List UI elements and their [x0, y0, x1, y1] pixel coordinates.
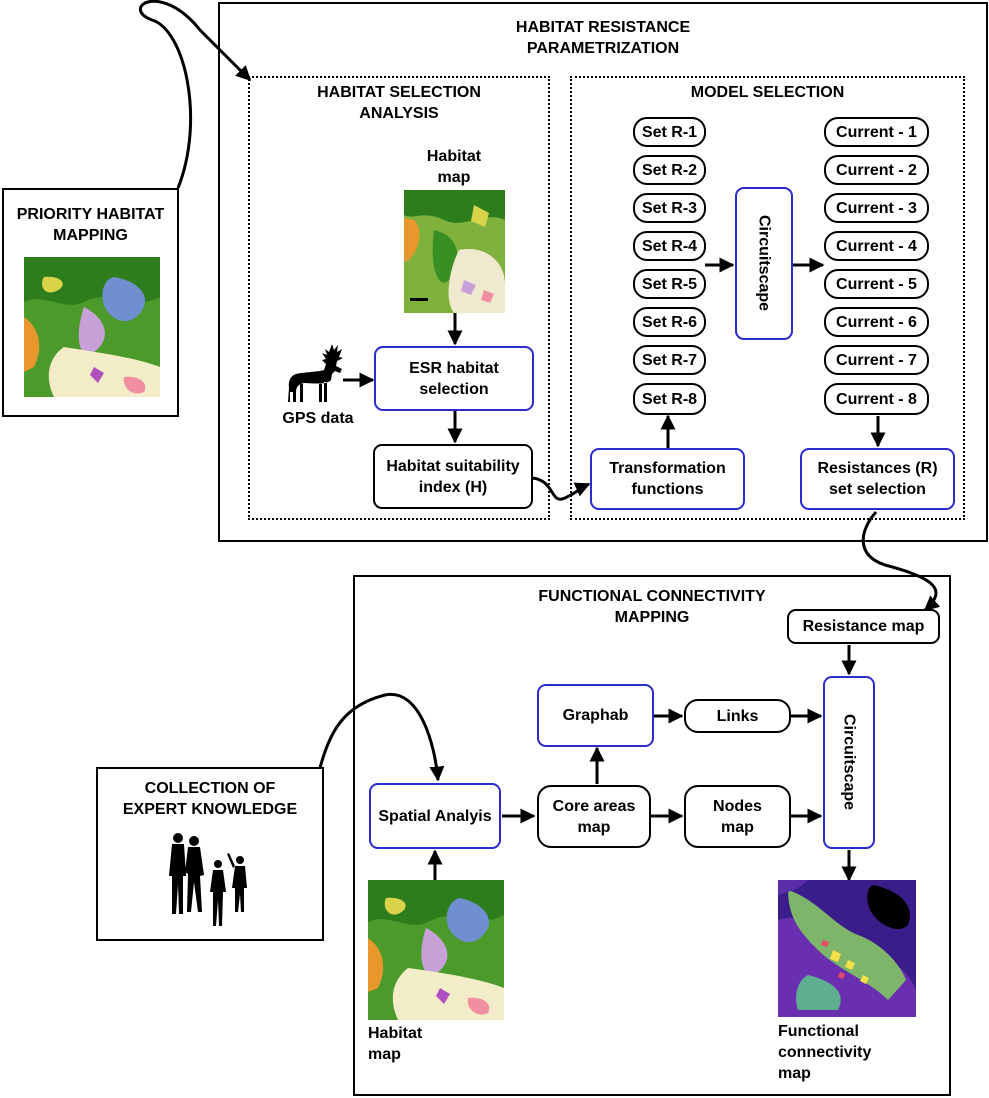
set-r-3: Set R-3	[633, 193, 706, 223]
current-5: Current - 5	[824, 269, 929, 299]
functional-connectivity-mapping-box	[353, 575, 951, 1096]
deer-silhouette-icon	[288, 344, 343, 402]
current-6: Current - 6	[824, 307, 929, 337]
habitat-resistance-parametrization-title: HABITAT RESISTANCE PARAMETRIZATION	[515, 19, 691, 57]
set-r-4: Set R-4	[633, 231, 706, 261]
set-r-2: Set R-2	[633, 155, 706, 185]
set-r-7: Set R-7	[633, 345, 706, 375]
arrow-priority-to-habitat-selection	[138, 0, 252, 189]
functional-connectivity-map-label: Functional connectivity map	[778, 1023, 872, 1082]
set-r-1: Set R-1	[633, 117, 706, 147]
current-1: Current - 1	[824, 117, 929, 147]
gps-data-label: GPS data	[282, 410, 354, 427]
functional-connectivity-map-image	[778, 880, 916, 1017]
circuitscape-node-model: Circuitscape	[735, 187, 793, 340]
links-node: Links	[684, 699, 791, 733]
habitat-map-label-top: Habitat map	[426, 148, 482, 186]
habitat-map-image-top	[404, 190, 505, 313]
spatial-analysis-node: Spatial Analyis	[369, 783, 501, 849]
esr-habitat-selection-node: ESR habitat selection	[374, 346, 534, 411]
resistance-map-node: Resistance map	[787, 609, 940, 644]
arrow-hsi-to-transformation	[531, 476, 591, 501]
habitat-map-label-bottom: Habitat map	[368, 1025, 423, 1063]
graphab-node: Graphab	[537, 684, 654, 747]
expert-knowledge-title: COLLECTION OF EXPERT KNOWLEDGE	[122, 780, 298, 818]
model-selection-title: MODEL SELECTION	[690, 84, 845, 101]
transformation-functions-node: Transformation functions	[590, 448, 745, 510]
circuitscape-node-connectivity: Circuitscape	[823, 676, 875, 849]
current-4: Current - 4	[824, 231, 929, 261]
core-areas-map-node: Core areas map	[537, 785, 651, 848]
priority-habitat-mapping-title: PRIORITY HABITAT MAPPING	[16, 206, 165, 244]
nodes-map-node: Nodes map	[684, 785, 791, 848]
habitat-suitability-index-node: Habitat suitability index (H)	[373, 444, 533, 509]
current-8: Current - 8	[824, 383, 929, 415]
priority-habitat-map-image	[24, 257, 160, 397]
current-3: Current - 3	[824, 193, 929, 223]
set-r-8: Set R-8	[633, 383, 706, 415]
habitat-selection-analysis-title: HABITAT SELECTION ANALYSIS	[317, 84, 481, 122]
set-r-6: Set R-6	[633, 307, 706, 337]
people-silhouette-icon	[169, 833, 247, 926]
set-r-5: Set R-5	[633, 269, 706, 299]
arrow-expert-to-spatial	[318, 693, 445, 782]
habitat-map-image-bottom	[368, 880, 504, 1020]
expert-knowledge-box	[96, 767, 324, 941]
current-2: Current - 2	[824, 155, 929, 185]
habitat-resistance-parametrization-box	[218, 2, 988, 542]
model-selection-box	[570, 76, 965, 520]
habitat-selection-analysis-box	[248, 76, 550, 520]
current-7: Current - 7	[824, 345, 929, 375]
arrow-resistance-selection-to-resistance-map	[861, 511, 941, 612]
functional-connectivity-mapping-title: FUNCTIONAL CONNECTIVITY MAPPING	[538, 588, 766, 626]
resistances-set-selection-node: Resistances (R) set selection	[800, 448, 955, 510]
